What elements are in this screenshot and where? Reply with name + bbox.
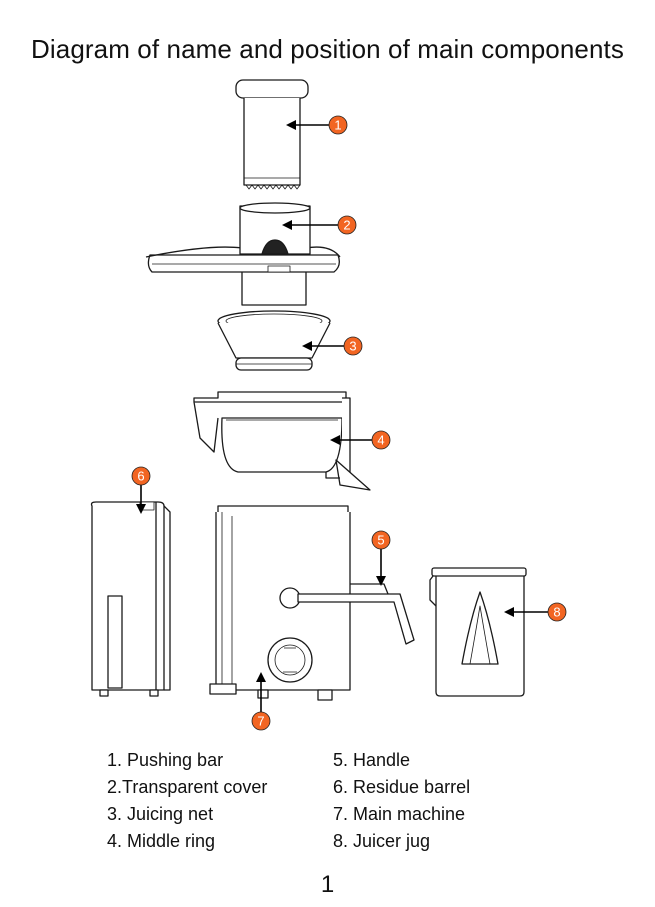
legend-item-juicer-jug: 8. Juicer jug [333,831,430,852]
callout-label-3: 3 [349,339,356,354]
legend-item-juicing-net: 3. Juicing net [107,804,213,825]
transparent-cover-drawing [146,203,340,305]
legend-item-transparent-cover: 2.Transparent cover [107,777,267,798]
callout-label-6: 6 [137,469,144,484]
pushing-bar-drawing [236,80,308,189]
main-machine-drawing [210,506,350,700]
callout-label-8: 8 [553,605,560,620]
callout-label-4: 4 [377,433,384,448]
legend-item-middle-ring: 4. Middle ring [107,831,215,852]
legend-item-pushing-bar: 1. Pushing bar [107,750,223,771]
callout-label-7: 7 [257,714,264,729]
legend-item-main-machine: 7. Main machine [333,804,465,825]
page-number: 1 [0,871,655,899]
residue-barrel-drawing [92,502,171,696]
middle-ring-drawing [194,392,370,490]
juicing-net-drawing [218,311,330,370]
legend-item-residue-barrel: 6. Residue barrel [333,777,470,798]
callout-label-2: 2 [343,218,350,233]
juicer-jug-drawing [430,568,526,696]
legend-item-handle: 5. Handle [333,750,410,771]
callout-label-1: 1 [334,118,341,133]
callout-label-5: 5 [377,533,384,548]
